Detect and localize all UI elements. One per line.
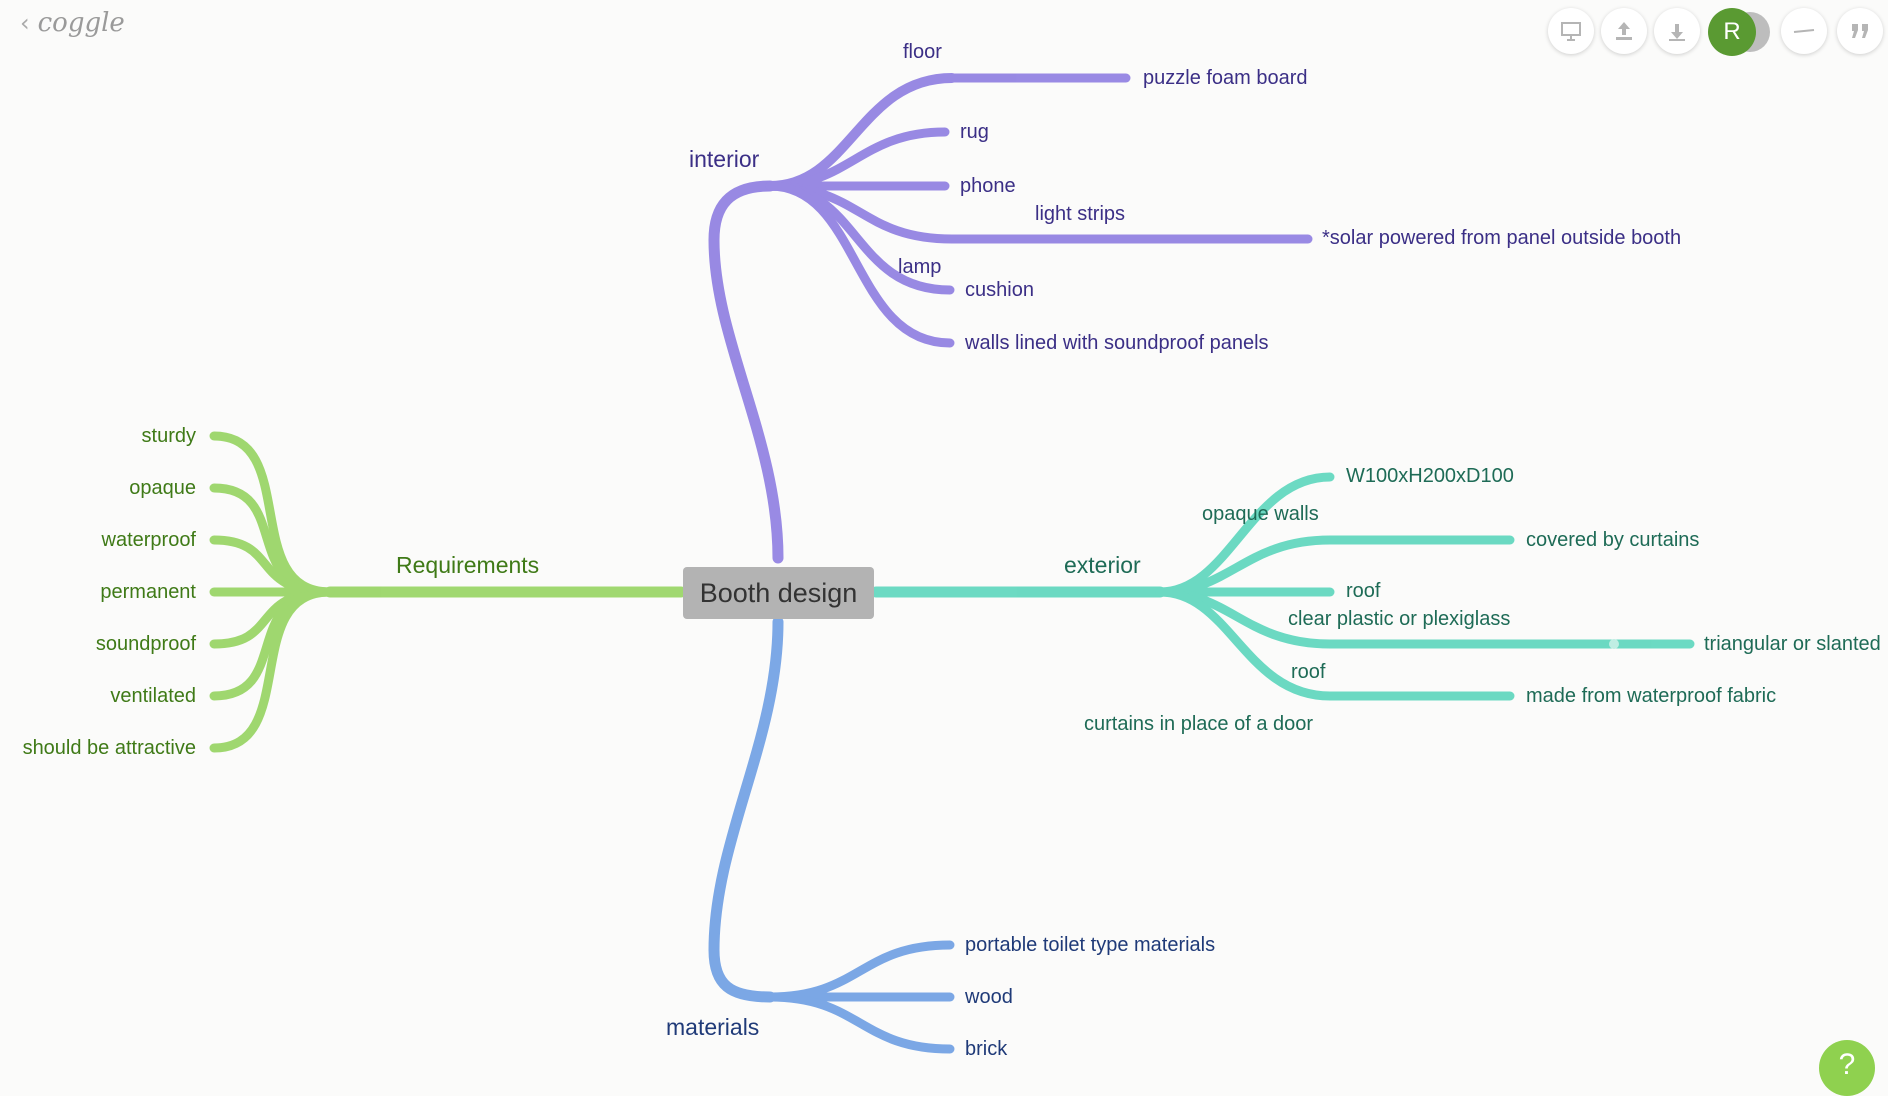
branch-materials[interactable]: [708, 616, 784, 1003]
node-roof-2[interactable]: roof: [1291, 661, 1326, 683]
download-icon: [1669, 24, 1685, 41]
node-waterproof-fabric[interactable]: made from waterproof fabric: [1526, 685, 1777, 707]
logo-text: coggle: [37, 8, 125, 38]
node-solar-powered[interactable]: *solar powered from panel outside booth: [1322, 227, 1682, 249]
node-portable-toilet-materials[interactable]: portable toilet type materials: [965, 934, 1216, 956]
node-opaque-walls[interactable]: opaque walls: [1202, 503, 1319, 525]
node-materials[interactable]: materials: [666, 1014, 760, 1040]
chevron-left-icon[interactable]: ‹: [20, 9, 30, 37]
branch-attractive[interactable]: [209, 587, 335, 753]
node-rug[interactable]: rug: [960, 121, 989, 143]
node-brick[interactable]: brick: [965, 1038, 1008, 1060]
requirements-branches: [209, 431, 687, 753]
branch-interior[interactable]: [708, 180, 784, 564]
node-roof-1[interactable]: roof: [1346, 580, 1381, 602]
node-waterproof[interactable]: waterproof: [101, 529, 197, 551]
node-cushion[interactable]: cushion: [965, 279, 1034, 301]
central-node[interactable]: Booth design: [683, 567, 874, 619]
present-button[interactable]: [1548, 8, 1594, 54]
node-clear-plastic[interactable]: clear plastic or plexiglass: [1288, 608, 1511, 630]
user-avatar[interactable]: R: [1708, 8, 1756, 56]
minimize-button[interactable]: [1781, 8, 1827, 54]
comments-button[interactable]: [1837, 8, 1883, 54]
node-dimensions[interactable]: W100xH200xD100: [1346, 465, 1514, 487]
materials-branches: [708, 616, 955, 1054]
quote-icon: [1852, 24, 1868, 38]
node-soundproof[interactable]: soundproof: [95, 633, 196, 655]
dash-icon: [1793, 29, 1815, 33]
node-walls-soundproof[interactable]: walls lined with soundproof panels: [965, 332, 1269, 354]
node-puzzle-foam-board[interactable]: puzzle foam board: [1143, 67, 1308, 89]
node-triangular-slanted[interactable]: triangular or slanted: [1704, 633, 1881, 655]
node-interior[interactable]: interior: [689, 146, 760, 172]
node-covered-by-curtains[interactable]: covered by curtains: [1526, 529, 1700, 551]
upload-icon: [1616, 22, 1632, 40]
node-phone[interactable]: phone: [960, 175, 1016, 197]
node-light-strips[interactable]: light strips: [1035, 203, 1126, 225]
branch-portable-toilet[interactable]: [765, 940, 955, 1002]
node-exterior[interactable]: exterior: [1064, 552, 1141, 578]
node-opaque[interactable]: opaque: [129, 477, 196, 499]
branch-brick[interactable]: [765, 992, 955, 1054]
download-button[interactable]: [1654, 8, 1700, 54]
exterior-branches: [870, 472, 1695, 701]
node-requirements[interactable]: Requirements: [396, 552, 540, 578]
help-button[interactable]: ?: [1819, 1040, 1875, 1096]
node-curtains-door[interactable]: curtains in place of a door: [1084, 713, 1314, 735]
node-sturdy[interactable]: sturdy: [141, 425, 196, 447]
node-floor[interactable]: floor: [903, 41, 942, 63]
presentation-icon: [1561, 22, 1581, 41]
node-wood[interactable]: wood: [965, 986, 1013, 1008]
node-should-be-attractive[interactable]: should be attractive: [22, 737, 196, 759]
share-button[interactable]: [1601, 8, 1647, 54]
node-ventilated[interactable]: ventilated: [110, 685, 196, 707]
branch-node-dot[interactable]: [1609, 639, 1619, 649]
branch-dimensions[interactable]: [1155, 472, 1335, 597]
branch-walls[interactable]: [765, 181, 955, 348]
coggle-logo[interactable]: ‹ coggle: [20, 8, 125, 38]
branch-roof-2[interactable]: [1155, 587, 1515, 701]
interior-branches: [708, 73, 1313, 564]
node-lamp[interactable]: lamp: [898, 256, 942, 278]
node-permanent[interactable]: permanent: [100, 581, 196, 603]
